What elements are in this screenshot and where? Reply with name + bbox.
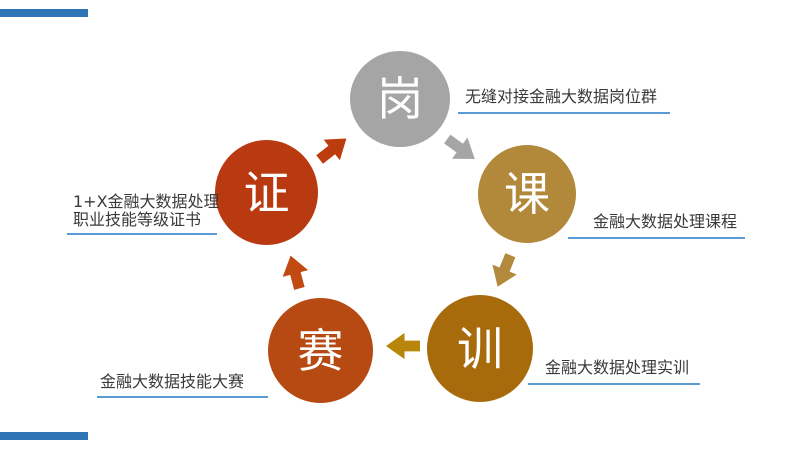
label-zheng-underline (67, 233, 217, 235)
node-ke-char: 课 (504, 167, 550, 221)
label-ke-text: 金融大数据处理课程 (593, 212, 738, 231)
node-xun-circle: 训 (427, 295, 533, 402)
label-xun-underline (528, 383, 700, 385)
node-gang-char: 岗 (377, 72, 423, 126)
label-xun-text: 金融大数据处理实训 (545, 358, 690, 377)
label-zheng: 1+X金融大数据处理 职业技能等级证书 (67, 192, 220, 235)
bottom-left-accent-bar (0, 432, 88, 440)
arrow-xun-to-sai (386, 332, 420, 360)
node-xun-char: 训 (457, 321, 503, 376)
node-sai-char: 赛 (297, 323, 344, 378)
node-sai-circle: 赛 (268, 298, 373, 403)
label-gang: 无缝对接金融大数据岗位群 (458, 87, 670, 114)
label-gang-text: 无缝对接金融大数据岗位群 (465, 87, 658, 106)
arrow-gang-to-ke (444, 134, 475, 159)
label-zheng-text-line2: 职业技能等级证书 (73, 210, 202, 229)
arrow-ke-to-xun (492, 253, 517, 287)
label-gang-underline (458, 112, 670, 114)
node-gang-circle: 岗 (350, 51, 450, 147)
arrow-zheng-to-gang (316, 138, 347, 164)
label-sai: 金融大数据技能大赛 (97, 372, 268, 398)
label-ke-underline (568, 237, 745, 239)
label-xun: 金融大数据处理实训 (528, 358, 700, 385)
label-sai-text: 金融大数据技能大赛 (100, 372, 245, 391)
arrow-sai-to-zheng (282, 255, 309, 290)
top-left-accent-bar (0, 9, 88, 17)
label-sai-underline (97, 396, 268, 398)
label-zheng-text-line1: 1+X金融大数据处理 (73, 192, 220, 211)
node-zheng-circle: 证 (215, 140, 318, 245)
label-ke: 金融大数据处理课程 (568, 212, 745, 239)
node-ke-circle: 课 (478, 145, 576, 243)
node-zheng-char: 证 (243, 165, 290, 220)
